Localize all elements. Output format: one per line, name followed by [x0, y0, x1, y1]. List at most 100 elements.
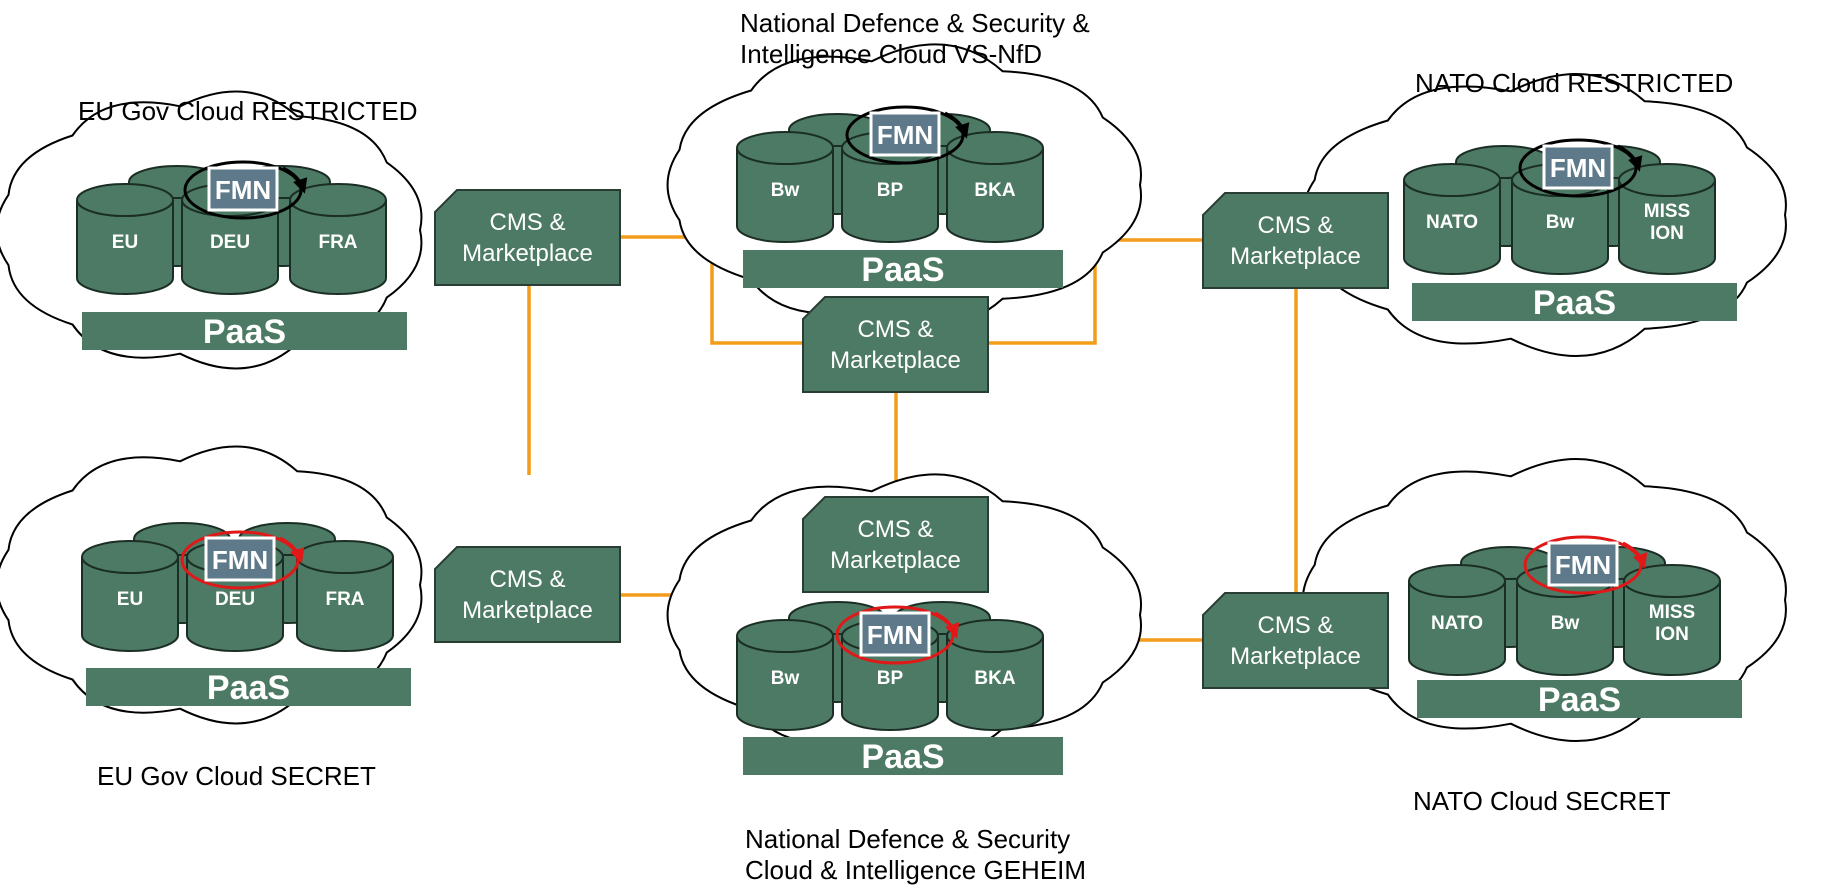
fmn-arrow-icon [282, 166, 308, 194]
node-label: Bw [771, 180, 800, 201]
paas-bar [1412, 283, 1737, 321]
fmn-label: FMN [867, 620, 923, 650]
paas-label: PaaS [207, 669, 290, 707]
node-label: FRA [318, 232, 357, 253]
cms-label: CMS & [857, 516, 933, 543]
paas-label: PaaS [1533, 284, 1616, 322]
fmn-arrow-icon [944, 111, 970, 139]
node-cylinder: NATO [1403, 163, 1501, 275]
cms-label: Marketplace [1230, 243, 1361, 270]
fmn-arrow-icon [1622, 541, 1648, 569]
cloud-eu-secret: EU DEU FRA FMN PaaS EU Gov Cloud SECRET [0, 445, 423, 791]
fmn-badge [1547, 541, 1619, 587]
fmn-label: FMN [215, 175, 271, 205]
node-label: NATO [1431, 613, 1483, 634]
paas-bar [743, 250, 1063, 288]
node-cylinder: EU [81, 540, 179, 652]
fmn-badge [204, 536, 276, 582]
fmn-label: FMN [1555, 550, 1611, 580]
fmn-arrow-icon [1617, 144, 1643, 172]
cms-box-shape [802, 496, 989, 593]
fmn-badge [869, 111, 941, 157]
paas-bar [82, 312, 407, 350]
cms-label: Marketplace [1230, 643, 1361, 670]
fmn-label: FMN [877, 120, 933, 150]
cloud-title: National Defence & Security [745, 824, 1070, 854]
node-label: BP [877, 180, 904, 201]
paas-bar [1417, 680, 1742, 718]
paas-label: PaaS [203, 313, 286, 351]
cloud-title: NATO Cloud SECRET [1413, 786, 1671, 816]
cloud-national-restricted: Bw BP BKA FMN PaaS National Defence & Securit… [666, 8, 1142, 327]
node-label: ION [1655, 624, 1689, 645]
node-label: BKA [974, 180, 1015, 201]
cms-nato-secret: CMS & Marketplace [1202, 592, 1389, 689]
fmn-badge [207, 166, 279, 212]
fmn-arrow-icon [279, 536, 305, 564]
cms-label: Marketplace [462, 240, 593, 267]
connector-line [620, 235, 803, 345]
fmn-label: FMN [1550, 153, 1606, 183]
fmn-badge [1542, 144, 1614, 190]
cms-label: Marketplace [462, 597, 593, 624]
cms-nato-restricted: CMS & Marketplace [1202, 192, 1389, 289]
cloud-title: National Defence & Security & [740, 8, 1090, 38]
cms-label: Marketplace [830, 547, 961, 574]
node-cylinder: FRA [296, 540, 394, 652]
cms-label: CMS & [489, 566, 565, 593]
fmn-label: FMN [212, 545, 268, 575]
node-label: Bw [771, 668, 800, 689]
node-cylinder: Bw [736, 131, 834, 243]
paas-label: PaaS [861, 251, 944, 289]
cms-label: CMS & [489, 209, 565, 236]
node-label: Bw [1546, 212, 1575, 233]
cms-label: CMS & [857, 316, 933, 343]
node-label: DEU [215, 589, 255, 610]
node-label: EU [117, 589, 143, 610]
cloud-title: EU Gov Cloud SECRET [97, 761, 376, 791]
cloud-title: NATO Cloud RESTRICTED [1415, 68, 1733, 98]
cloud-national-secret: Bw BP BKA FMN PaaS National Defence & Securit… [666, 473, 1142, 885]
node-label: BKA [974, 668, 1015, 689]
cms-label: Marketplace [830, 347, 961, 374]
node-cylinder: FRA [289, 183, 387, 295]
fmn-arrow-icon [934, 611, 960, 639]
cms-box-shape [434, 546, 621, 643]
cms-box-shape [1202, 592, 1389, 689]
paas-bar [743, 737, 1063, 775]
paas-label: PaaS [861, 738, 944, 776]
node-label: FRA [325, 589, 364, 610]
node-cylinder: NATO [1408, 564, 1506, 676]
cms-eu-secret: CMS & Marketplace [434, 546, 621, 643]
node-cylinder: BKA [946, 619, 1044, 731]
cms-label: CMS & [1257, 612, 1333, 639]
fmn-badge [859, 611, 931, 657]
paas-label: PaaS [1538, 681, 1621, 719]
cms-national-secret: CMS & Marketplace [802, 496, 989, 593]
cms-box-shape [434, 189, 621, 286]
clouds: EU DEU FRA FMN PaaS EU Gov Cloud RESTRICTED Bw… [0, 8, 1787, 885]
node-label: BP [877, 668, 904, 689]
cloud-title: Cloud & Intelligence GEHEIM [745, 855, 1086, 885]
paas-bar [86, 668, 411, 706]
node-label: Bw [1551, 613, 1580, 634]
cms-label: CMS & [1257, 212, 1333, 239]
connector-line [988, 238, 1203, 345]
cloud-title: Intelligence Cloud VS-NfD [740, 39, 1042, 69]
cms-box-shape [1202, 192, 1389, 289]
cloud-title: EU Gov Cloud RESTRICTED [78, 96, 418, 126]
node-label: EU [112, 232, 138, 253]
node-cylinder: BKA [946, 131, 1044, 243]
node-label: DEU [210, 232, 250, 253]
cms-national-restricted: CMS & Marketplace [802, 296, 989, 393]
node-cylinder: Bw [736, 619, 834, 731]
cms-eu-restricted: CMS & Marketplace [434, 189, 621, 286]
node-label: MISS [1649, 602, 1695, 623]
node-cylinder: EU [76, 183, 174, 295]
